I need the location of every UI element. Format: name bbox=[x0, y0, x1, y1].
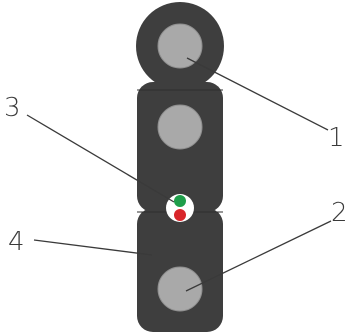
callout-labels: 1 2 3 4 bbox=[4, 93, 348, 257]
leader-lines bbox=[26, 57, 332, 292]
callout-label-2: 2 bbox=[331, 198, 348, 228]
leader-line-4 bbox=[33, 239, 153, 256]
strength-member-upper bbox=[157, 104, 203, 150]
leader-line-2 bbox=[185, 220, 332, 292]
strength-member-lower bbox=[157, 266, 203, 312]
fiber-green bbox=[174, 195, 186, 207]
cable-cross-section bbox=[136, 2, 224, 332]
callout-label-1: 1 bbox=[328, 123, 345, 153]
leader-line-3 bbox=[26, 114, 175, 203]
callout-label-4: 4 bbox=[8, 227, 25, 257]
messenger-wire bbox=[157, 23, 203, 69]
leader-line-1 bbox=[186, 57, 329, 131]
callout-label-3: 3 bbox=[4, 93, 21, 123]
fiber-red bbox=[174, 209, 186, 221]
